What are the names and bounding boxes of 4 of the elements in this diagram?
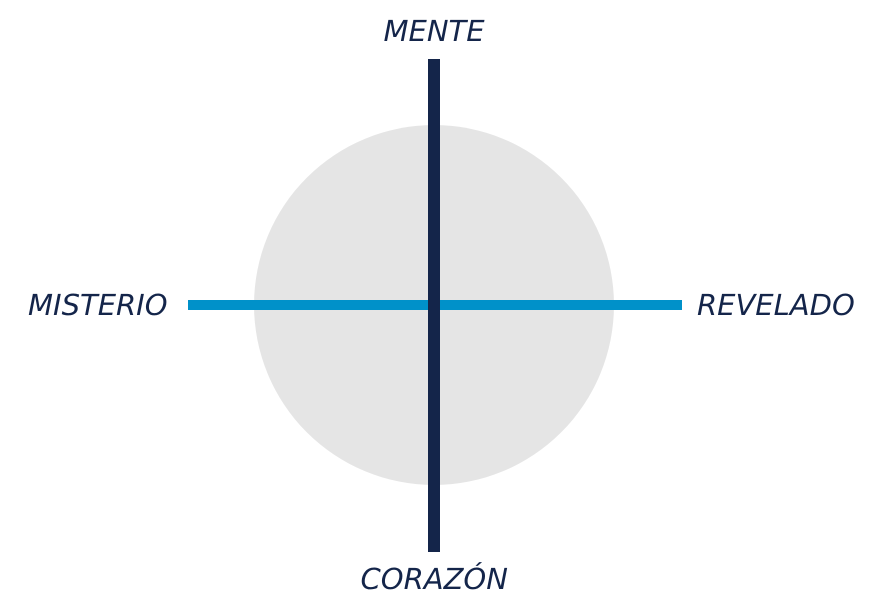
axis-label: MENTE [384,14,485,48]
axis-label: MISTERIO [28,288,168,322]
axis-label: CORAZÓN [360,562,508,596]
axis-label: REVELADO [697,288,855,322]
